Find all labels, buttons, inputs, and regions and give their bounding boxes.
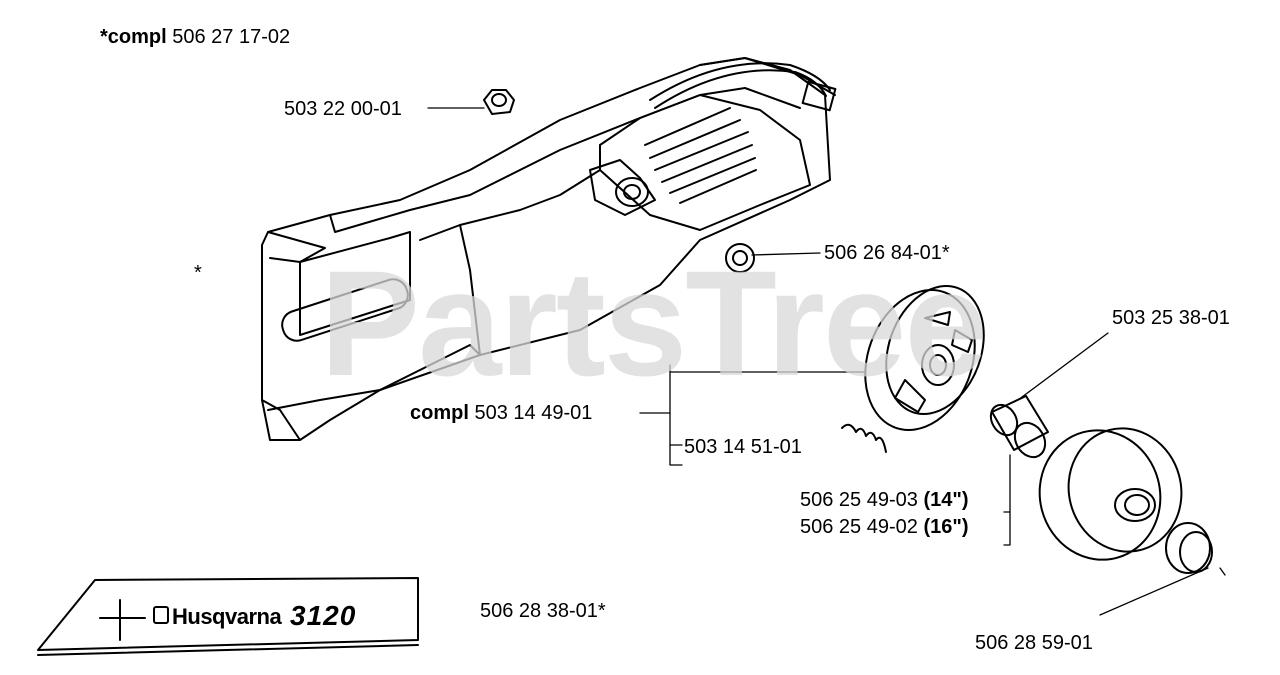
part-label: 506 28 38-01* xyxy=(480,600,606,622)
part-label: 506 28 59-01 xyxy=(975,632,1093,654)
top-assembly-label: *compl 506 27 17-02 xyxy=(100,26,290,48)
part-suffix: (14") xyxy=(923,489,969,511)
part-label: 506 25 49-03 (14") xyxy=(800,489,969,511)
part-number: 503 14 49-01 xyxy=(474,402,593,424)
decal-brand: Husqvarna xyxy=(172,604,282,629)
part-label: 506 26 84-01* xyxy=(824,242,950,264)
clutch-cover xyxy=(261,57,837,441)
needle-bearing xyxy=(989,395,1049,459)
spring xyxy=(841,423,887,453)
washer xyxy=(725,243,755,273)
sprocket-bushing xyxy=(1165,522,1213,574)
clutch xyxy=(864,285,985,431)
part-label: 503 22 00-01 xyxy=(284,98,402,120)
part-label: 503 25 38-01 xyxy=(1112,307,1230,329)
nut xyxy=(483,89,515,115)
clutch-drum xyxy=(1038,427,1183,561)
leader-lines xyxy=(427,107,1226,616)
part-label: 506 25 49-02 (16") xyxy=(800,516,969,538)
decal xyxy=(37,577,419,656)
part-number: 506 25 49-02 xyxy=(800,516,918,538)
assembly-prefix: *compl xyxy=(100,26,167,48)
asterisk-mark: * xyxy=(194,262,202,284)
assembly-number: 506 27 17-02 xyxy=(172,26,291,48)
decal-model: 3120 xyxy=(290,600,357,631)
part-label: compl 503 14 49-01 xyxy=(410,402,592,424)
part-suffix: (16") xyxy=(923,516,969,538)
part-prefix: compl xyxy=(410,402,469,424)
husqvarna-logo-icon xyxy=(153,606,169,624)
part-number: 506 25 49-03 xyxy=(800,489,918,511)
part-label: 503 14 51-01 xyxy=(684,436,802,458)
